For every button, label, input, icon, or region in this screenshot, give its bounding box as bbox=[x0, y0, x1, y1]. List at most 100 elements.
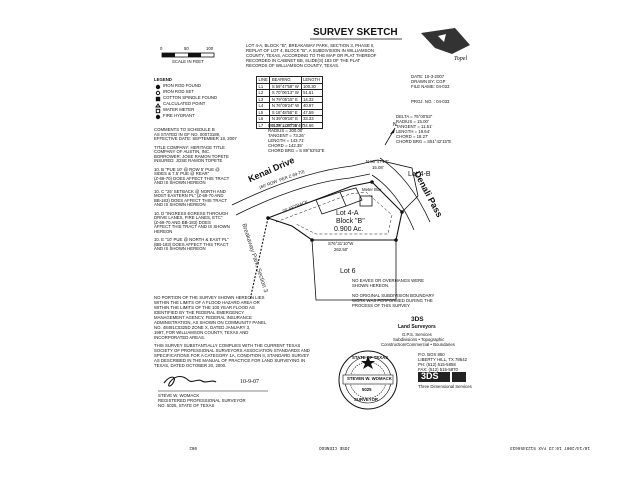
line-length: 33.33 bbox=[300, 115, 323, 123]
legend-item: IRON ROD FOUND bbox=[163, 83, 201, 88]
legal-description-line: RECORDS OF WILLIAMSON COUNTY, TEXAS. bbox=[246, 63, 340, 68]
note-line: HEREON bbox=[154, 228, 173, 234]
flood-note-line: ADMINISTRATION, AS SHOWN ON COMMUNITY PA… bbox=[154, 320, 267, 325]
line-id: L3 bbox=[255, 95, 271, 103]
note-line: EFFECTIVE DATE: SEPTEMBER 18, 2007 bbox=[154, 136, 237, 141]
line-id: L2 bbox=[255, 89, 271, 97]
company-logo bbox=[418, 372, 466, 382]
note-line: (BB-183) DOES AFFECT THIS TRACT bbox=[154, 241, 229, 247]
bearing-north: N 80°47'17" bbox=[366, 159, 389, 164]
line-length: 47.59 bbox=[300, 108, 323, 116]
note-line: AS STATED IN GF NO. 00073189, bbox=[154, 131, 221, 137]
legend-symbols bbox=[155, 84, 161, 120]
scale-tick-100: 100 bbox=[206, 46, 214, 51]
line-id: L7 bbox=[255, 121, 271, 129]
company-address: P.O. BOX 850 bbox=[418, 352, 445, 357]
eaves-note-line: SHOWN HEREON. bbox=[352, 283, 390, 288]
line-id: L4 bbox=[255, 102, 271, 110]
line-bearing: N 39°09'16" E bbox=[269, 115, 302, 123]
curve-right-line: LENGTH = 19.64' bbox=[396, 129, 430, 134]
curve-left-line: CHORD BRG = S 89°53'53"E bbox=[268, 148, 325, 153]
seal-surveyor: SURVEYOR bbox=[354, 397, 379, 402]
line-bearing: S 59°47'58" W bbox=[269, 82, 302, 90]
seal-state: STATE OF TEXAS bbox=[352, 355, 389, 360]
boundary-note-line: WORK WAS PERFORMED DURING THE bbox=[352, 298, 433, 303]
line-bearing: S 18°48'55" E bbox=[269, 108, 302, 116]
block-label: Block "B" bbox=[336, 218, 365, 225]
flood-note-line: NO. 48491C0325D ZONE X, DATED JANUARY 3, bbox=[154, 325, 251, 330]
line-id: L1 bbox=[255, 82, 271, 90]
legal-description-line: LOT 4-A, BLOCK "B", BREAKAWAY PARK, SECT… bbox=[246, 43, 375, 48]
note-line: TITLE COMPANY: HERITAGE TITLE bbox=[154, 144, 225, 150]
setback-lines bbox=[275, 191, 393, 235]
fax-name: JOSE CIENEGO bbox=[319, 445, 350, 450]
line-id: L6 bbox=[255, 115, 271, 123]
company-logo-text: 3DS bbox=[421, 371, 439, 381]
line-table-header: LINE BEARING LENGTH bbox=[255, 76, 323, 84]
note-line: 10. C "25' SETBACK @ NORTH AND bbox=[154, 188, 226, 194]
seal-name: STEVEN W. WOMACK bbox=[347, 376, 392, 381]
scale-label: SCALE IN FEET bbox=[172, 59, 204, 64]
legal-description-line: COUNTY, TEXAS, ACCORDING TO THE MAP OR P… bbox=[246, 53, 377, 58]
bearing-south: S76°31'10"W bbox=[328, 241, 354, 246]
company-service: Subdivisions • Topographic bbox=[393, 337, 445, 342]
line-table-header-cell: LENGTH bbox=[300, 76, 323, 84]
note-line: DRIVE LANES, FIRE LANES, ETC" bbox=[154, 215, 223, 220]
page-title: SURVEY SKETCH bbox=[313, 27, 398, 38]
line-id: L5 bbox=[255, 108, 271, 116]
scale-tick-50: 50 bbox=[184, 46, 189, 51]
curve-right-line: TANGENT = 11.51' bbox=[396, 124, 433, 129]
distance-north: 15.08' bbox=[372, 165, 384, 170]
line-length: 100.30 bbox=[300, 82, 323, 90]
scale-bar bbox=[161, 52, 215, 58]
certification-line: SPECIFICATIONS FOR A CATEGORY 1A, CONDIT… bbox=[154, 353, 310, 358]
line-length: 14.32 bbox=[300, 95, 323, 103]
lot-4b-outline bbox=[377, 159, 419, 213]
legal-description-line: RECORDED IN CABINET BB, SLIDE(S) 183 OF … bbox=[246, 58, 361, 63]
curve-right-line: RADIUS = 15.00' bbox=[396, 119, 429, 124]
note-line: COMPANY OF AUSTIN, INC. bbox=[154, 149, 211, 154]
curve-right-line: DELTA = 75°00'53" bbox=[396, 114, 433, 119]
flood-note-line: WITHIN THE LIMITS OF A FLOOD HAZARD AREA… bbox=[154, 300, 260, 305]
svg-text:Topel: Topel bbox=[454, 56, 467, 62]
roads bbox=[231, 157, 431, 231]
lot-label-4a: Lot 4-A bbox=[336, 210, 359, 217]
company-address: PH: (512) 515-5858 bbox=[418, 362, 456, 367]
lot-6-outline bbox=[311, 239, 397, 301]
monuments bbox=[266, 180, 404, 242]
certification-line: THIS SURVEY SUBSTANTIALLY COMPLIES WITH … bbox=[154, 343, 301, 348]
line-bearing: N 76°09'24" W bbox=[269, 102, 302, 110]
line-table-header-cell: BEARING bbox=[269, 76, 302, 84]
company-service: Construction/Commercial • Boundaries bbox=[381, 342, 455, 347]
note-line: AND IS SHOWN HEREON bbox=[154, 202, 206, 207]
curve-left-line: CHORD = 142.35' bbox=[268, 143, 303, 148]
surveyor-seal bbox=[338, 350, 398, 410]
curve-left-line: TANGENT = 73.26' bbox=[268, 133, 305, 138]
company-name: 3DS bbox=[411, 316, 424, 323]
note-line: AFFECT THIS TRACT AND IS SHOWN bbox=[154, 224, 230, 229]
lot-label-4b: Lot 4-B bbox=[408, 171, 431, 178]
boundary-note-line: PROCESS OF THIS SURVEY bbox=[352, 303, 410, 308]
lot-label-6: Lot 6 bbox=[340, 268, 356, 275]
note-line: (Z-69-70 AND BB-183) DOES bbox=[154, 219, 211, 225]
flood-note-line: 1997, FOR WILLIAMSON COUNTY, TEXAS AND bbox=[154, 330, 249, 335]
note-line: INSURED: JOSE RAMON TOPETE bbox=[154, 158, 223, 163]
note-line: COMMENTS TO SCHEDULE B bbox=[154, 127, 215, 132]
company-address: FAX: (512) 515-5870 bbox=[418, 367, 458, 372]
job-file: FILE NAME: 04-033 bbox=[411, 84, 450, 89]
legal-description-line: REPLAT OF LOT 4, BLOCK "B", A SUBDIVISIO… bbox=[246, 48, 374, 53]
line-bearing: S 26°11'40" E bbox=[269, 121, 302, 129]
note-line: 10. E "10' PUE @ NORTH & EAST PL" bbox=[154, 237, 229, 242]
house-footprint bbox=[315, 187, 373, 215]
certification-line: AS DESCRIBED IN THE MANUAL OF PRACTICE F… bbox=[154, 358, 306, 363]
title-logo: Topel bbox=[421, 28, 470, 62]
